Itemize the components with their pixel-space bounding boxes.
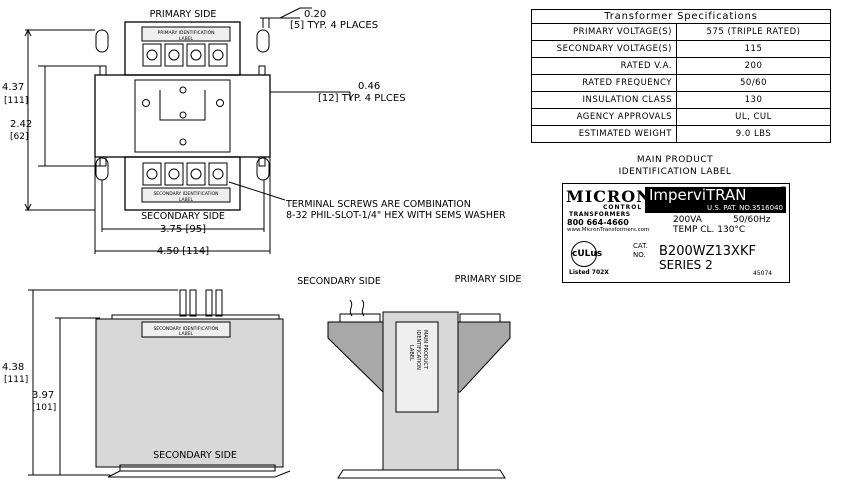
front-secondary-side-label: SECONDARY SIDE <box>153 450 237 461</box>
side-label-2: IDENTIFICATION <box>415 330 421 370</box>
dim-438: 4.38 <box>2 362 24 373</box>
brand-transformers: TRANSFORMERS <box>569 211 631 218</box>
spec-key: INSULATION CLASS <box>531 91 677 109</box>
secondary-label-text: SECONDARY IDENTIFICATION <box>153 191 218 197</box>
dim-375: 3.75 [95] <box>160 224 206 235</box>
spec-key: SECONDARY VOLTAGE(S) <box>531 40 677 58</box>
label-code: 45074 <box>753 270 773 277</box>
spec-row: RATED V.A.200 <box>531 57 831 75</box>
spec-table: Transformer Specifications PRIMARY VOLTA… <box>531 9 831 143</box>
brand-phone: 800 664-4660 <box>567 218 629 227</box>
product-label-caption-1: MAIN PRODUCT <box>636 155 714 165</box>
dim-046-note: [12] TYP. 4 PLCES <box>318 93 406 104</box>
no-text: NO. <box>633 251 646 259</box>
secondary-terminal-block <box>124 156 241 211</box>
front-core-body <box>95 318 284 468</box>
front-secondary-label-word: LABEL <box>179 331 194 337</box>
label-va: 200VA <box>673 215 702 225</box>
spec-table-title: Transformer Specifications <box>531 9 831 23</box>
dim-046: 0.46 <box>358 81 380 92</box>
dim-397: 3.97 <box>32 390 54 401</box>
spec-value: 575 (TRIPLE RATED) <box>676 23 831 41</box>
primary-terminal-block <box>124 21 241 76</box>
spec-key: RATED V.A. <box>531 57 677 75</box>
side-primary-side-label: PRIMARY SIDE <box>455 274 522 285</box>
product-label-caption-2: IDENTIFICATION LABEL <box>618 167 732 177</box>
dim-020: 0.20 <box>304 9 326 20</box>
mount-slot-4 <box>256 157 270 181</box>
label-temp: TEMP CL. 130°C <box>673 225 746 235</box>
ul-listed: Listed 702X <box>569 269 609 276</box>
spec-value: 130 <box>676 91 831 109</box>
brand-url: www.MicronTransformers.com <box>567 227 650 233</box>
mount-slot-1 <box>95 29 109 53</box>
side-label-3: LABEL <box>408 345 414 361</box>
secondary-identification-label <box>141 187 231 203</box>
product-label-caption: MAIN PRODUCT IDENTIFICATION LABEL <box>595 154 755 178</box>
side-secondary-side-label: SECONDARY SIDE <box>297 276 381 287</box>
spec-row: PRIMARY VOLTAGE(S)575 (TRIPLE RATED) <box>531 23 831 41</box>
spec-row: SECONDARY VOLTAGE(S)115 <box>531 40 831 58</box>
front-view: SECONDARY IDENTIFICATION LABEL 4.38 [111… <box>2 289 291 478</box>
brand-control: CONTROL <box>603 204 643 211</box>
cat-no: CAT. NO. <box>633 242 648 260</box>
secondary-label-word: LABEL <box>179 197 194 203</box>
spec-value: 200 <box>676 57 831 75</box>
spec-key: PRIMARY VOLTAGE(S) <box>531 23 677 41</box>
primary-label-text: PRIMARY IDENTIFICATION <box>158 30 215 36</box>
primary-identification-label <box>141 26 231 42</box>
series: SERIES 2 <box>659 258 713 272</box>
spec-value: 50/60 <box>676 74 831 92</box>
mount-slot-2 <box>256 29 270 53</box>
side-label-1: MAIN PRODUCT <box>422 330 428 370</box>
dim-437-mm: [111] <box>4 96 28 106</box>
product-name: ImperviTRAN <box>645 187 786 204</box>
product-identification-label: MICRON CONTROL TRANSFORMERS 800 664-4660… <box>562 183 790 283</box>
spec-value: UL, CUL <box>676 108 831 126</box>
registered-mark: ® <box>779 185 787 194</box>
label-hz: 50/60Hz <box>733 215 771 225</box>
ul-logo: cULus <box>571 241 602 267</box>
terminal-note-1: TERMINAL SCREWS ARE COMBINATION <box>285 199 471 210</box>
top-primary-side-label: PRIMARY SIDE <box>150 9 217 20</box>
dim-437: 4.37 <box>2 82 24 93</box>
top-secondary-side-label: SECONDARY SIDE <box>141 211 225 222</box>
front-secondary-id-label <box>141 321 231 338</box>
spec-key: AGENCY APPROVALS <box>531 108 677 126</box>
cat-text: CAT. <box>633 242 648 250</box>
brand-logo: MICRON <box>566 187 652 206</box>
front-secondary-label-text: SECONDARY IDENTIFICATION <box>153 326 218 332</box>
patent-number: U.S. PAT. NO.3516040 <box>645 204 786 213</box>
side-view: SECONDARY SIDE PRIMARY SIDE MAIN PRODUCT… <box>297 274 522 479</box>
terminal-note-2: 8-32 PHIL-SLOT-1/4" HEX WITH SEMS WASHER <box>286 210 506 221</box>
top-view: PRIMARY IDENTIFICATION LABEL SECONDARY I… <box>2 7 506 257</box>
dim-020-note: [5] TYP. 4 PLACES <box>290 20 378 31</box>
dim-397-mm: [101] <box>32 403 56 413</box>
spec-value: 115 <box>676 40 831 58</box>
primary-label-word: LABEL <box>179 36 194 42</box>
spec-key: RATED FREQUENCY <box>531 74 677 92</box>
dim-438-mm: [111] <box>4 375 28 385</box>
dim-242: 2.42 <box>10 119 32 130</box>
part-number: B200WZ13XKF <box>659 244 756 259</box>
dim-242-mm: [62] <box>10 132 28 142</box>
spec-key: ESTIMATED WEIGHT <box>531 125 677 143</box>
dim-450: 4.50 [114] <box>157 246 209 257</box>
side-main-id-label <box>395 321 439 413</box>
spec-value: 9.0 LBS <box>676 125 831 143</box>
core-plate <box>134 79 231 153</box>
